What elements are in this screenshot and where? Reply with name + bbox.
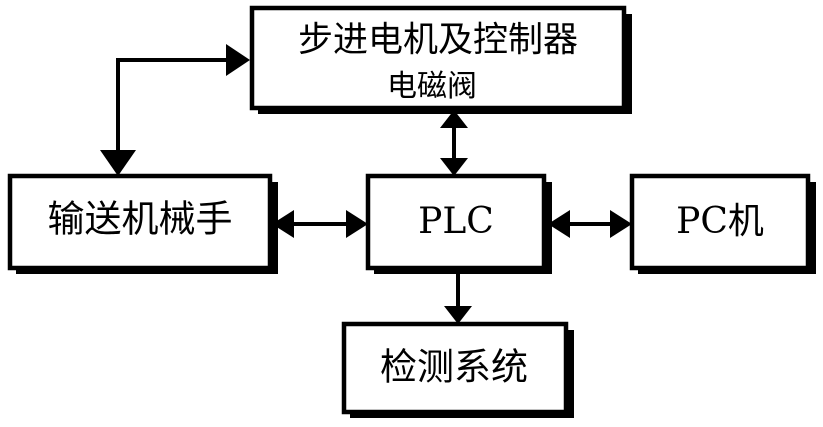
arrowhead-to-motor-bottom bbox=[440, 110, 468, 128]
block-plc: PLC bbox=[365, 173, 552, 274]
block-robot: 输送机械手 bbox=[7, 173, 278, 274]
block-robot-label: 输送机械手 bbox=[48, 198, 233, 241]
block-detection: 检测系统 bbox=[341, 321, 574, 418]
arrowhead-to-robot bbox=[100, 150, 136, 176]
block-pc: PC机 bbox=[629, 173, 816, 274]
block-motor-line1: 步进电机及控制器 bbox=[298, 21, 578, 61]
arrowhead-to-robot-right bbox=[272, 210, 294, 238]
block-motor-controller: 步进电机及控制器 电磁阀 bbox=[249, 5, 632, 114]
connector-plc-detect bbox=[444, 272, 472, 324]
arrowhead-to-plc-right bbox=[548, 210, 570, 238]
arrowhead-to-pc-left bbox=[610, 210, 632, 238]
connector-robot-motor bbox=[100, 44, 250, 176]
connector-plc-pc bbox=[548, 210, 632, 238]
block-plc-label: PLC bbox=[418, 201, 494, 242]
arrowhead-to-plc-top bbox=[440, 158, 468, 176]
block-detect-label: 检测系统 bbox=[380, 346, 528, 389]
connector-motor-plc bbox=[440, 110, 468, 176]
arrowhead-to-plc-left bbox=[346, 210, 368, 238]
connector-robot-plc bbox=[272, 210, 368, 238]
block-pc-label: PC机 bbox=[676, 201, 764, 242]
arrowhead-to-detect bbox=[444, 306, 472, 324]
arrowhead-to-motor bbox=[226, 44, 250, 76]
block-motor-line2: 电磁阀 bbox=[387, 69, 477, 104]
